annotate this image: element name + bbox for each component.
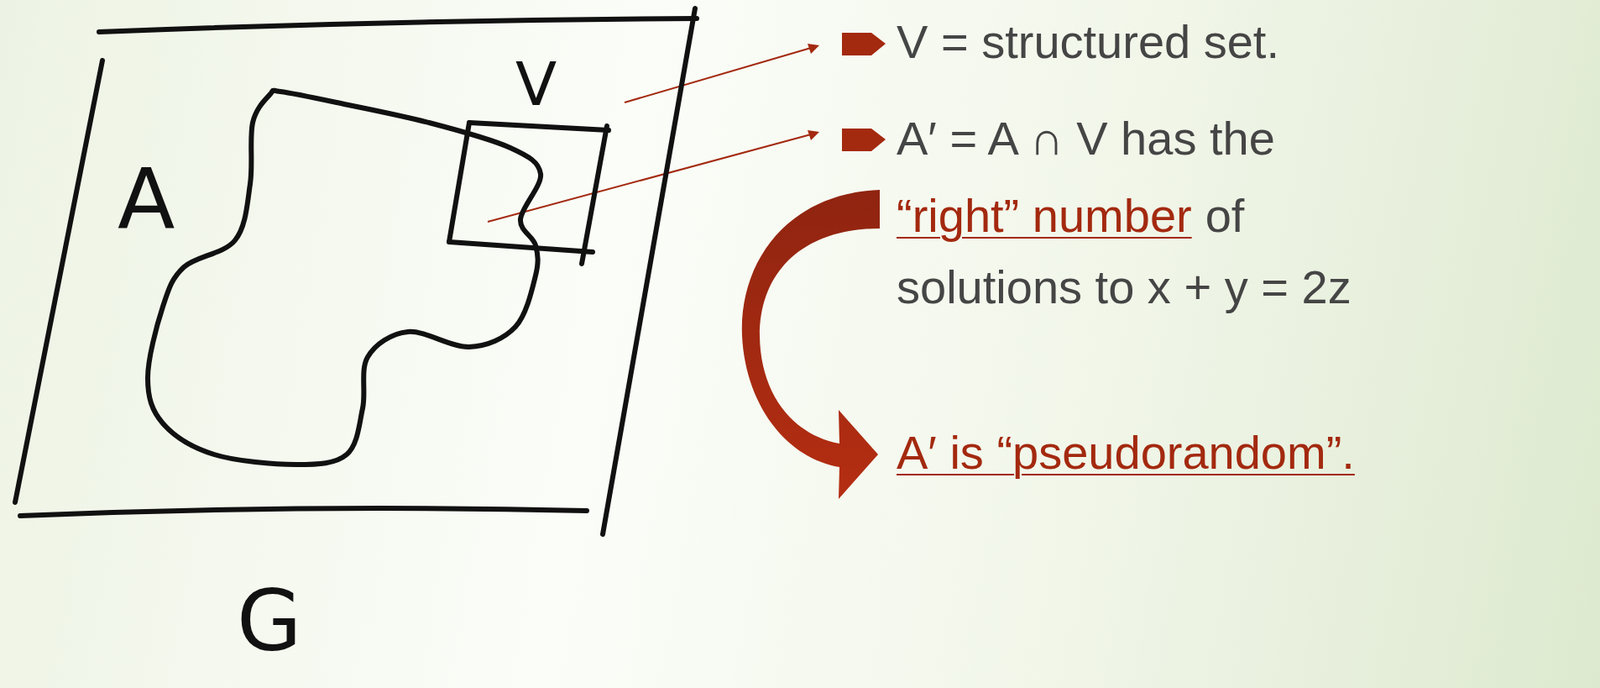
- highlighted-text: “right” number: [896, 188, 1193, 243]
- set-label: G: [236, 579, 303, 664]
- bullet-text: solutions to x + y = 2z: [896, 260, 1352, 314]
- leader-arrowhead: [807, 43, 820, 54]
- set-label: V: [515, 53, 557, 115]
- set-label: A: [117, 157, 175, 242]
- hand-drawn-stroke: [99, 18, 697, 32]
- sketch-outline: [100, 67, 571, 487]
- hand-drawn-stroke: [147, 90, 541, 465]
- structured-set-V: V: [444, 50, 622, 269]
- bullet-text: A′ = A ∩ V has the: [896, 111, 1276, 166]
- bullet-marker: [841, 32, 886, 56]
- bullet-text: V = structured set.: [896, 15, 1280, 69]
- hand-drawn-stroke: [15, 60, 103, 502]
- hand-drawn-stroke: [449, 122, 470, 242]
- universe-set-G: G A V: [0, 0, 714, 688]
- highlighted-text: A′ is “pseudorandom”.: [896, 425, 1355, 480]
- bullet-marker: [841, 128, 886, 152]
- curved-implication-arrow: [742, 189, 880, 499]
- leader-line: [487, 134, 811, 222]
- leader-line: [624, 47, 811, 103]
- hand-drawn-stroke: [581, 125, 607, 264]
- hand-drawn-stroke: [602, 8, 696, 534]
- hand-drawn-stroke: [449, 241, 593, 252]
- hand-drawn-stroke: [469, 122, 609, 131]
- bullet-text: of: [1205, 188, 1245, 243]
- sketch-outline: [0, 0, 714, 688]
- leader-arrowhead: [807, 130, 820, 141]
- set-A-blob: A: [100, 67, 571, 487]
- hand-drawn-stroke: [20, 507, 587, 516]
